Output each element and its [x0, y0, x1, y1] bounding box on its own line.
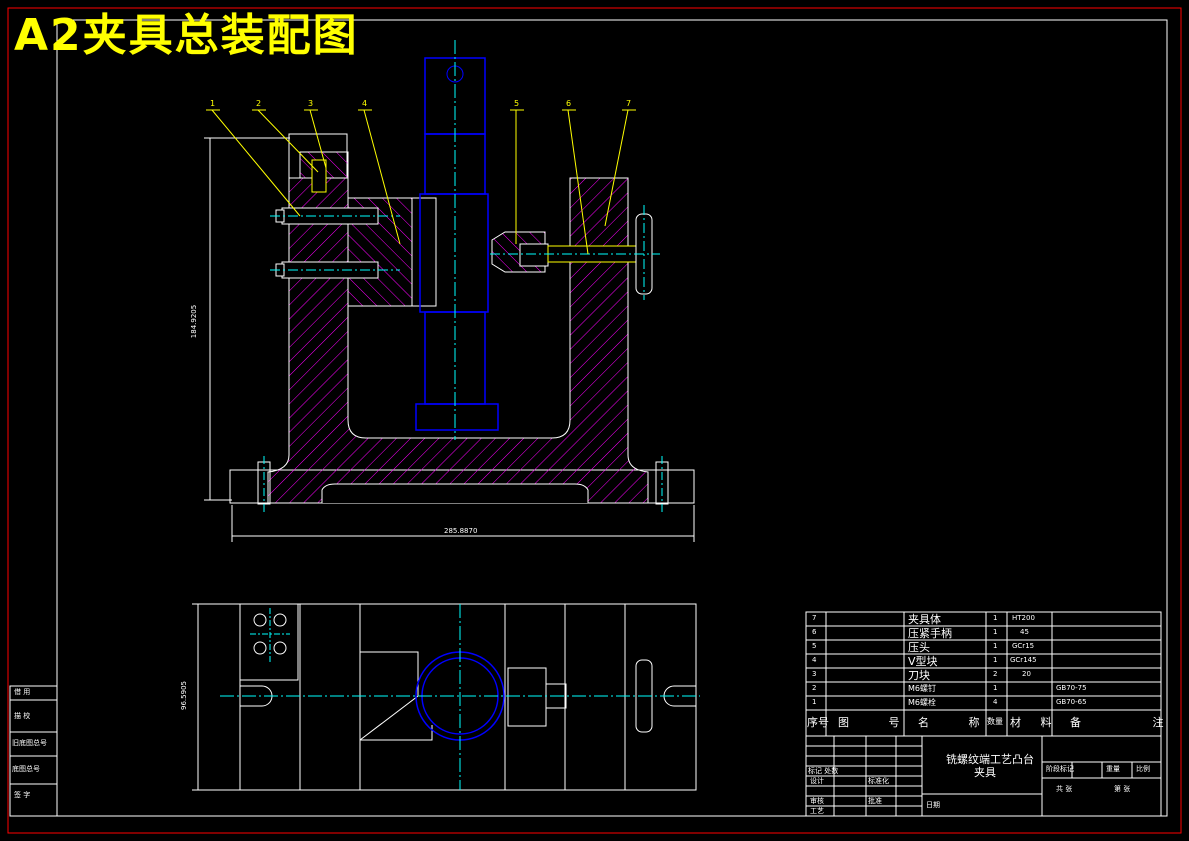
- row-qty: 1: [993, 642, 998, 650]
- parts-list-grid: [9, 611, 1162, 817]
- header-qty: 数量: [987, 717, 1003, 726]
- sheet-total: 共 张: [1056, 785, 1073, 793]
- process-label: 工艺: [810, 807, 824, 815]
- row-qty: 2: [993, 670, 998, 678]
- row-qty: 1: [993, 628, 998, 636]
- balloon-1: 1: [210, 99, 216, 108]
- row-material: 45: [1020, 628, 1029, 636]
- row-name: 夹具体: [908, 613, 941, 626]
- row-material: HT200: [1012, 614, 1035, 622]
- header-drawing-no: 图 号: [838, 716, 918, 729]
- balloon-7: 7: [626, 99, 632, 108]
- plan-view: [192, 603, 700, 791]
- row-material: GCr145: [1010, 656, 1037, 664]
- row-seq: 5: [812, 642, 817, 650]
- row-qty: 1: [993, 614, 998, 622]
- plan-height-dimension: 96.5905: [179, 681, 188, 710]
- weight-label: 重量: [1106, 765, 1120, 773]
- header-name: 名 称: [918, 716, 998, 729]
- width-dimension: 285.8870: [444, 527, 478, 535]
- outer-frame: [7, 7, 1182, 834]
- side-trace-check: 描 校: [14, 712, 31, 720]
- sheet-number: 第 张: [1114, 785, 1131, 793]
- approval-label: 批准: [868, 797, 882, 805]
- row-seq: 3: [812, 670, 817, 678]
- row-name: 刀块: [908, 669, 930, 682]
- row-qty: 1: [993, 684, 998, 692]
- row-material: GCr15: [1012, 642, 1035, 650]
- balloon-4: 4: [362, 99, 368, 108]
- row-name: V型块: [908, 655, 938, 668]
- drawing-title: A2夹具总装配图: [14, 10, 359, 61]
- row-name: 压头: [908, 641, 930, 654]
- side-borrow: 借 用: [14, 688, 31, 696]
- balloon-6: 6: [566, 99, 572, 108]
- row-name: M6螺钉: [908, 684, 936, 693]
- date-label: 日期: [926, 801, 940, 809]
- stage-mark-label: 阶段标记: [1046, 765, 1074, 773]
- row-name: 压紧手柄: [908, 627, 952, 640]
- row-remark: GB70-65: [1056, 698, 1087, 706]
- front-view: [204, 40, 695, 542]
- review-label: 审核: [810, 797, 824, 805]
- header-material: 材 料: [1010, 716, 1060, 729]
- balloon-3: 3: [308, 99, 314, 108]
- standardization-label: 标准化: [868, 777, 889, 785]
- scale-label: 比例: [1136, 765, 1150, 773]
- side-signature: 签 字: [14, 791, 31, 799]
- row-mark-label: 标记 处数: [808, 767, 839, 775]
- row-qty: 4: [993, 698, 998, 706]
- row-seq: 6: [812, 628, 817, 636]
- row-material: 20: [1022, 670, 1031, 678]
- row-qty: 1: [993, 656, 998, 664]
- title-block-title: 铣螺纹端工艺凸台: [946, 753, 1034, 766]
- row-remark: GB70-75: [1056, 684, 1087, 692]
- inner-frame: [56, 19, 1168, 817]
- side-drawing-no: 底图总号: [12, 765, 40, 773]
- balloon-5: 5: [514, 99, 520, 108]
- row-seq: 1: [812, 698, 817, 706]
- row-seq: 2: [812, 684, 817, 692]
- balloon-2: 2: [256, 99, 262, 108]
- row-seq: 7: [812, 614, 817, 622]
- header-remark: 备 注: [1070, 716, 1189, 729]
- height-dimension: 184.9205: [190, 304, 199, 339]
- design-label: 设计: [810, 777, 824, 785]
- row-seq: 4: [812, 656, 817, 664]
- title-block-subtitle: 夹具: [974, 766, 996, 779]
- side-old-drawing-no: 旧底图总号: [12, 739, 47, 747]
- header-seq: 序号: [807, 716, 829, 729]
- row-name: M6螺栓: [908, 698, 936, 707]
